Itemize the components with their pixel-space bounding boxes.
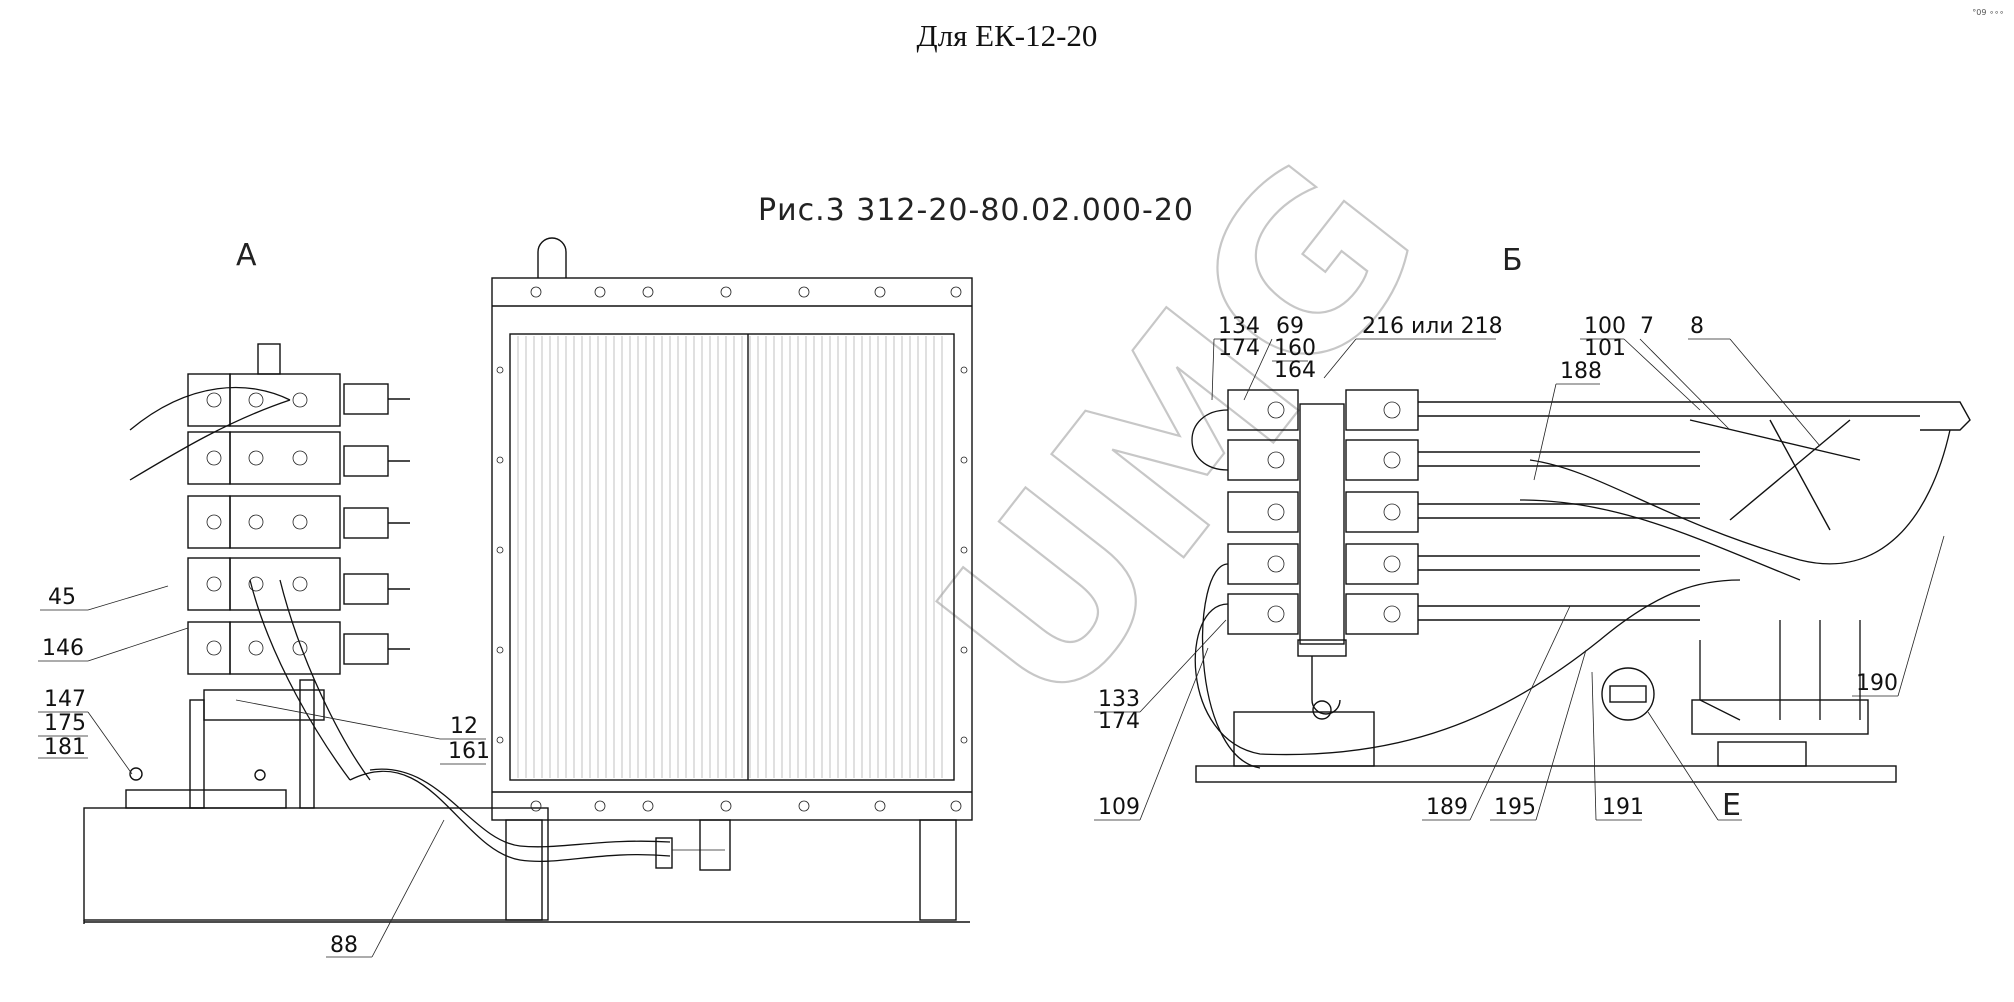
radiator-bolt (720, 800, 732, 812)
callout-191: 191 (1602, 795, 1644, 820)
callout-161: 161 (448, 739, 490, 764)
callout-147: 147 (44, 687, 86, 712)
callout-12: 12 (450, 714, 478, 739)
callout-100: 100 (1584, 314, 1626, 339)
callout-181: 181 (44, 735, 86, 760)
radiator-side-bolt (960, 456, 968, 464)
view-label-e: Е (1722, 788, 1741, 823)
page-title: Для ЕК-12-20 (916, 18, 1098, 53)
view-label-b: Б (1502, 243, 1523, 278)
radiator-side-bolt (960, 646, 968, 654)
radiator-bolt (950, 800, 962, 812)
radiator-bolt (720, 286, 732, 298)
callout-216-218: 216 или 218 (1362, 314, 1503, 339)
radiator-bolt (594, 800, 606, 812)
radiator-bolts (496, 286, 968, 812)
callout-189: 189 (1426, 795, 1468, 820)
corner-mark: °09 ∘∘∘ (1972, 8, 2004, 17)
radiator-side-bolt (496, 546, 504, 554)
callout-174-top: 174 (1218, 336, 1260, 361)
callout-195: 195 (1494, 795, 1536, 820)
radiator-bolt (642, 800, 654, 812)
radiator-bolt (530, 286, 542, 298)
radiator-bolt (874, 800, 886, 812)
callout-7: 7 (1640, 314, 1654, 339)
radiator-bolt (530, 800, 542, 812)
callout-133: 133 (1098, 687, 1140, 712)
callout-146: 146 (42, 636, 84, 661)
radiator-fins (517, 336, 943, 778)
view-b-assembly (1191, 389, 1971, 783)
radiator-bolt (950, 286, 962, 298)
radiator-side-bolt (960, 736, 968, 744)
radiator (491, 237, 973, 921)
callout-190: 190 (1856, 671, 1898, 696)
callout-164: 164 (1274, 358, 1316, 383)
callouts-view-a: 45 146 147 175 181 12 161 88 (38, 585, 490, 958)
callouts-view-b: 134 174 69 160 164 216 или 218 100 101 7… (1094, 314, 1945, 823)
radiator-bolt (874, 286, 886, 298)
radiator-side-bolt (496, 736, 504, 744)
callout-45: 45 (48, 585, 76, 610)
callout-175: 175 (44, 711, 86, 736)
radiator-side-bolt (496, 366, 504, 374)
radiator-bolt (798, 286, 810, 298)
callout-160: 160 (1274, 336, 1316, 361)
callout-69: 69 (1276, 314, 1304, 339)
callout-8: 8 (1690, 314, 1704, 339)
callout-101: 101 (1584, 336, 1626, 361)
radiator-bolt (798, 800, 810, 812)
callout-188: 188 (1560, 359, 1602, 384)
radiator-bolt (594, 286, 606, 298)
callout-109: 109 (1098, 795, 1140, 820)
view-a-assembly (83, 343, 970, 924)
view-label-a: А (236, 238, 257, 273)
radiator-bolt (642, 286, 654, 298)
radiator-side-bolt (960, 366, 968, 374)
radiator-side-bolt (960, 546, 968, 554)
figure-caption: Рис.3 312-20-80.02.000-20 (758, 193, 1194, 228)
radiator-side-bolt (496, 456, 504, 464)
radiator-side-bolt (496, 646, 504, 654)
callout-174-bottom: 174 (1098, 709, 1140, 734)
callout-88: 88 (330, 933, 358, 958)
callout-134: 134 (1218, 314, 1260, 339)
